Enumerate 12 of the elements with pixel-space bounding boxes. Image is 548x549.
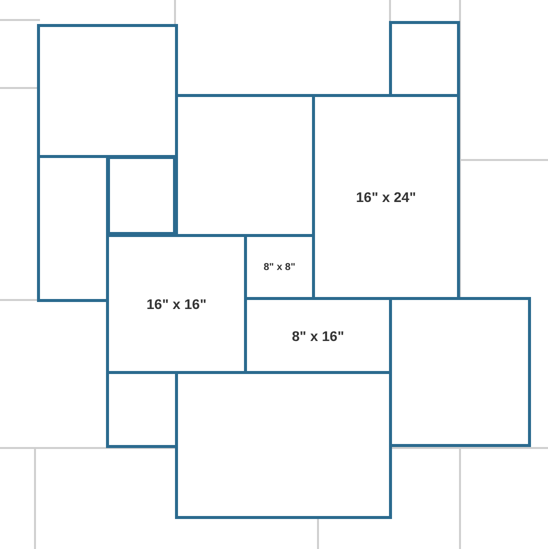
tile: [106, 371, 178, 448]
tile: [107, 156, 176, 235]
tile-size-label: 8" x 8": [264, 262, 296, 272]
tile: [389, 21, 460, 97]
tile: [389, 297, 531, 447]
tile-size-label: 16" x 24": [356, 189, 416, 205]
tile-size-label: 8" x 16": [292, 328, 344, 344]
tile-size-label: 16" x 16": [146, 296, 206, 312]
tile: [37, 24, 178, 158]
tile: [175, 94, 315, 237]
tile: [312, 94, 460, 300]
tile: [37, 155, 109, 302]
